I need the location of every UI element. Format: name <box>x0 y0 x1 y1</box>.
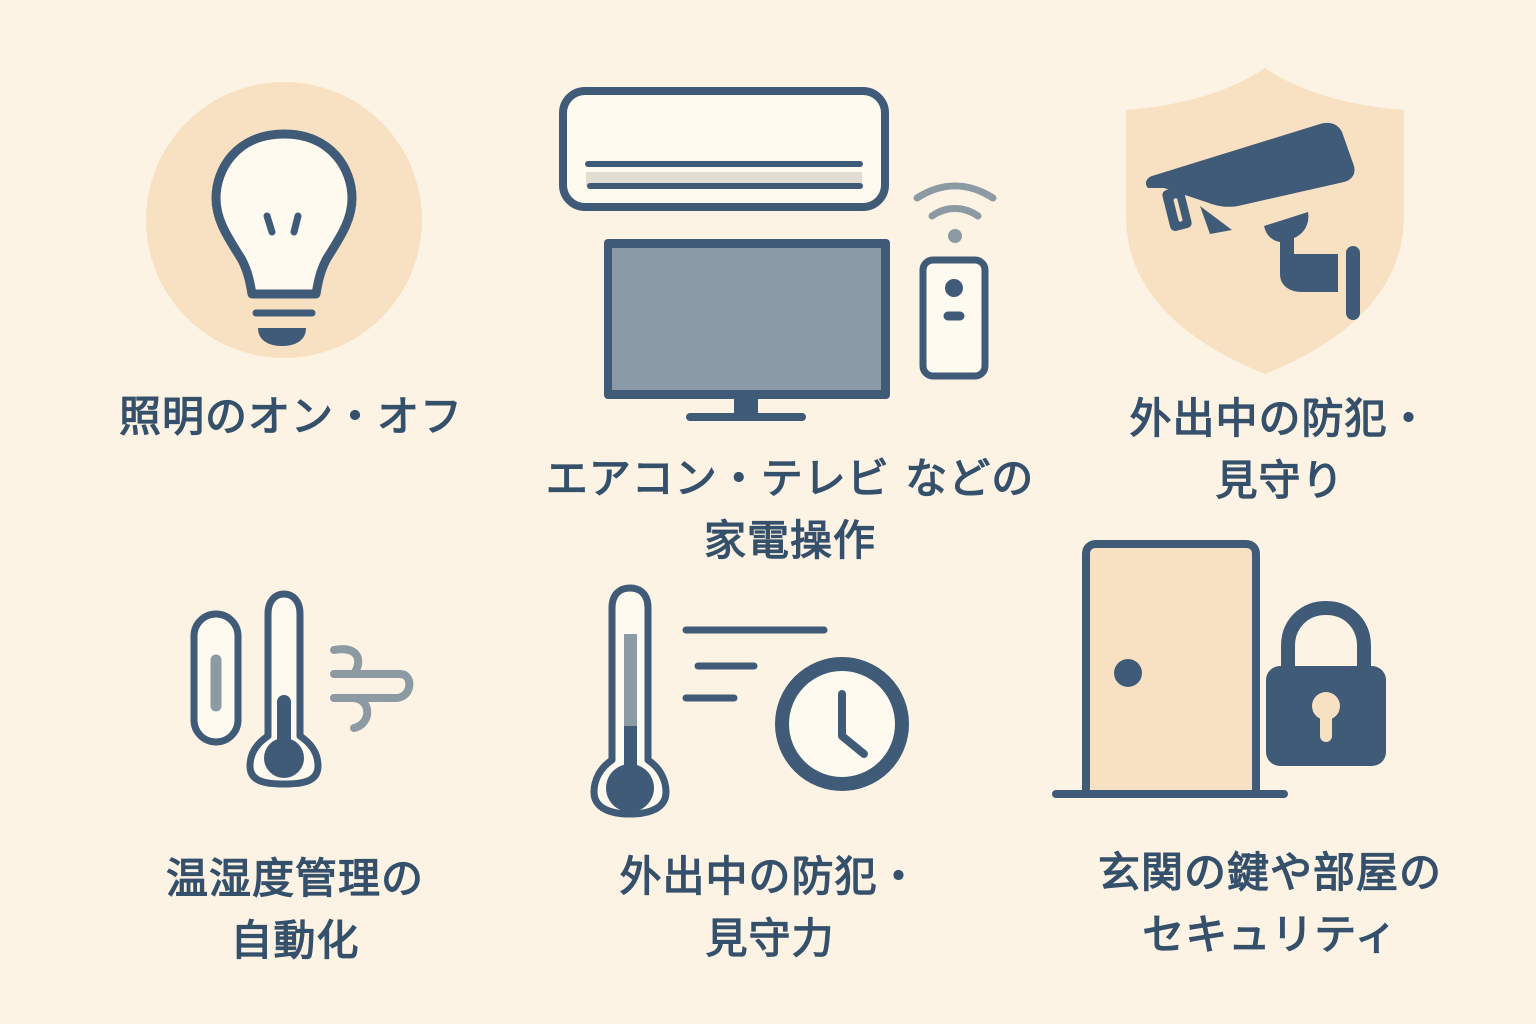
padlock-icon <box>1264 600 1388 768</box>
tile-label-monitoring: 外出中の防犯・ 見守力 <box>590 846 950 970</box>
label-line: 温湿度管理の <box>165 854 424 903</box>
air-conditioner-icon <box>558 86 890 212</box>
thermometer-icon <box>590 584 670 818</box>
label-line: 外出中の防犯・ <box>1129 394 1431 443</box>
door-icon <box>1052 540 1288 802</box>
hygrometer-icon <box>190 610 242 746</box>
wind-icon <box>328 644 418 738</box>
label-line: エアコン・テレビ などの <box>545 454 1035 503</box>
remote-control-icon <box>919 256 989 380</box>
label-line: 家電操作 <box>703 516 876 565</box>
tile-label-appliances: エアコン・テレビ などの 家電操作 <box>520 448 1060 572</box>
label-line: 自動化 <box>230 916 360 965</box>
label-line: セキュリティ <box>1142 910 1398 959</box>
lightbulb-icon <box>146 82 422 358</box>
speed-lines-icon <box>682 622 832 706</box>
tile-label-climate: 温湿度管理の 自動化 <box>130 848 460 972</box>
tile-label-door-lock: 玄関の鍵や部屋の セキュリティ <box>1060 842 1480 966</box>
label-line: 玄関の鍵や部屋の <box>1097 848 1442 897</box>
tile-label-security-camera: 外出中の防犯・ 見守り <box>1110 388 1450 512</box>
label-line: 見守り <box>1215 456 1345 505</box>
security-camera-shield-icon <box>1120 66 1410 376</box>
clock-icon <box>774 656 910 792</box>
tile-label-lighting: 照明のオン・オフ <box>96 386 486 448</box>
label-line: 見守力 <box>705 914 835 963</box>
wireless-signal-icon <box>912 180 998 246</box>
label-line: 外出中の防犯・ <box>619 852 921 901</box>
television-icon <box>602 237 892 423</box>
thermometer-icon <box>246 590 322 788</box>
label-line: 照明のオン・オフ <box>118 392 463 441</box>
